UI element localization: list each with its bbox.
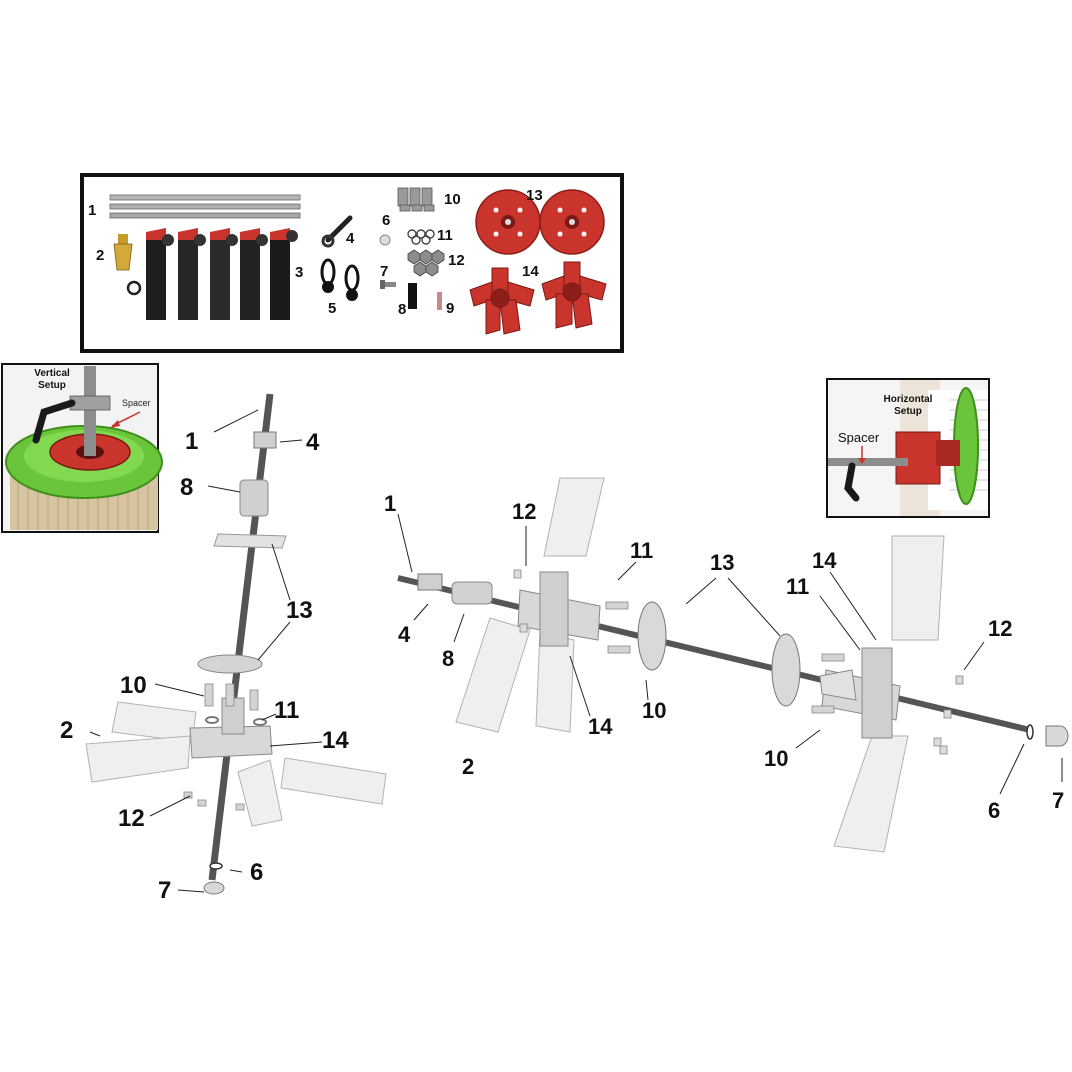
h-callout-6: 6 [988, 798, 1000, 823]
part-nuts [407, 249, 445, 277]
horizontal-assembly: 1 12 11 13 14 11 12 4 8 14 10 2 10 6 7 [384, 477, 1069, 853]
panel-label-3: 3 [295, 264, 303, 281]
part-blades [146, 228, 298, 320]
horizontal-setup-inset: Horizontal Setup Spacer [826, 378, 990, 518]
h-callout-4: 4 [398, 622, 411, 647]
panel-label-13: 13 [526, 187, 543, 204]
v-callout-13: 13 [286, 597, 313, 624]
v-callout-14: 14 [322, 727, 349, 754]
panel-label-2: 2 [96, 247, 104, 264]
v-callout-7: 7 [158, 877, 171, 904]
panel-label-6: 6 [382, 212, 390, 229]
h-callout-7: 7 [1052, 788, 1064, 813]
panel-label-7: 7 [380, 263, 388, 280]
h-callout-10b: 10 [764, 746, 788, 771]
h-callout-8: 8 [442, 646, 454, 671]
v-callout-11: 11 [274, 697, 299, 724]
part-hubs [469, 261, 607, 335]
part-washer [379, 234, 391, 246]
panel-label-12: 12 [448, 252, 465, 269]
h-callout-13: 13 [710, 550, 734, 575]
h-callout-11a: 11 [630, 538, 653, 563]
v-callout-4: 4 [306, 429, 320, 456]
panel-label-10: 10 [444, 191, 461, 208]
v-callout-6: 6 [250, 859, 263, 886]
v-callout-1: 1 [185, 428, 198, 455]
part-rods [109, 194, 301, 219]
h-callout-12a: 12 [512, 499, 536, 524]
part-clips [320, 258, 360, 301]
part-screw [380, 280, 396, 289]
h-callout-14b: 14 [588, 714, 613, 739]
vertical-spacer-label: Spacer [122, 398, 151, 408]
part-bolts [397, 187, 435, 212]
panel-label-11: 11 [437, 227, 453, 244]
h-callout-1: 1 [384, 491, 396, 516]
vertical-assembly: 1 4 8 13 10 11 2 14 12 6 7 [60, 393, 387, 904]
panel-label-14: 14 [522, 263, 539, 280]
horizontal-setup-title-line2: Setup [894, 406, 922, 417]
parts-panel: 1 2 [80, 173, 624, 353]
horizontal-setup-title-line1: Horizontal [884, 394, 933, 405]
h-callout-11b: 11 [786, 574, 809, 599]
part-rings [407, 229, 435, 245]
part-pin [437, 292, 442, 310]
panel-label-1: 1 [88, 202, 96, 219]
panel-label-9: 9 [446, 300, 454, 317]
h-callout-12b: 12 [988, 616, 1012, 641]
part-discs [475, 189, 605, 255]
panel-label-5: 5 [328, 300, 336, 317]
vertical-setup-title-line1: Vertical [34, 368, 70, 379]
part-sleeve [408, 283, 417, 309]
h-callout-10a: 10 [642, 698, 666, 723]
vertical-setup-title-line2: Setup [38, 380, 66, 391]
h-callout-2: 2 [462, 754, 474, 779]
v-callout-8: 8 [180, 474, 193, 501]
horizontal-spacer-label: Spacer [838, 430, 880, 445]
panel-label-8: 8 [398, 301, 406, 318]
v-callout-10: 10 [120, 672, 147, 699]
v-callout-12: 12 [118, 805, 145, 832]
vertical-setup-inset: Vertical Setup Spacer [1, 363, 163, 533]
h-callout-14: 14 [812, 548, 837, 573]
part-lever [321, 215, 353, 248]
panel-label-4: 4 [346, 230, 355, 247]
v-callout-2: 2 [60, 717, 73, 744]
part-nozzle [113, 234, 142, 296]
